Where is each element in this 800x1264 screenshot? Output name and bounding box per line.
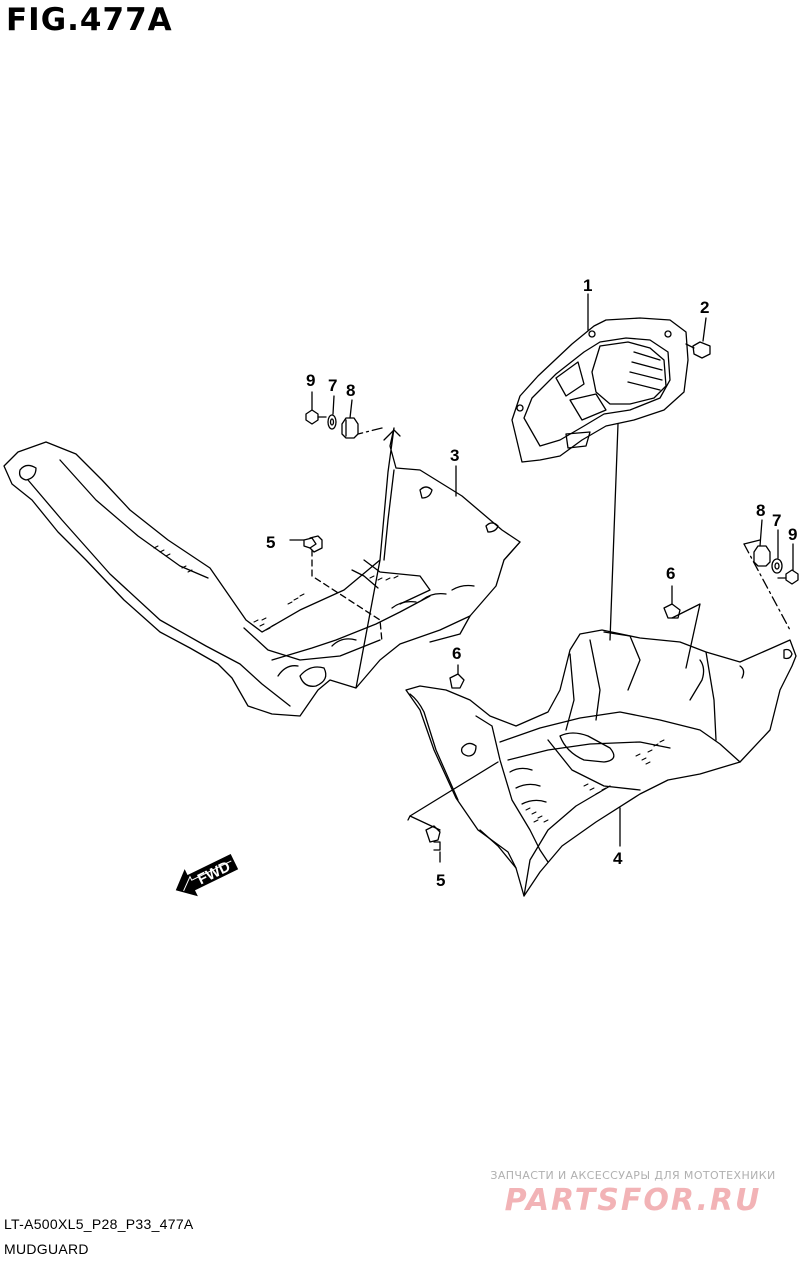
part-6-clip-left	[449, 664, 465, 689]
callout-2: 2	[700, 298, 709, 317]
part-2-screw	[685, 317, 711, 359]
section-name: MUDGUARD	[4, 1241, 89, 1257]
callout-6-left: 6	[452, 644, 461, 663]
callout-8-right: 8	[756, 501, 765, 520]
model-code: LT-A500XL5_P28_P33_477A	[4, 1216, 194, 1232]
callout-5-lower: 5	[436, 871, 445, 890]
callout-8-left: 8	[346, 381, 355, 400]
part-7-washer-right	[771, 529, 783, 574]
part-4-right-mudguard	[405, 629, 797, 897]
callout-7-right: 7	[772, 511, 781, 530]
callout-9-left: 9	[306, 371, 315, 390]
part-6-clip-right	[663, 585, 681, 619]
part-9-screw-right	[777, 543, 799, 585]
figure-title: FIG.477A	[6, 2, 173, 38]
callout-3: 3	[450, 446, 459, 465]
callout-4: 4	[613, 849, 623, 868]
callout-6-right: 6	[666, 564, 675, 583]
watermark-subtitle: ЗАПЧАСТИ И АКСЕССУАРЫ ДЛЯ МОТОТЕХНИКИ	[490, 1169, 776, 1182]
callout-5-upper: 5	[266, 533, 275, 552]
part-5-bolt-upper	[289, 535, 323, 553]
callout-7-left: 7	[328, 376, 337, 395]
part-5-bolt-lower	[425, 825, 441, 863]
part-8-grommet-left	[341, 399, 359, 439]
callout-1: 1	[583, 276, 592, 295]
callout-9-right: 9	[788, 525, 797, 544]
forward-arrow-icon: FWD	[175, 853, 239, 897]
part-1-cover	[511, 317, 689, 463]
callout-numbers: 1 2 3 4 5 5 6 6 7 7 8 8 9 9	[266, 276, 797, 890]
part-3-left-mudguard	[3, 427, 521, 717]
callout-leaders	[311, 293, 791, 847]
part-8-grommet-right	[753, 519, 771, 567]
part-9-screw-left	[305, 391, 327, 425]
watermark: ЗАПЧАСТИ И АКСЕССУАРЫ ДЛЯ МОТОТЕХНИКИ PA…	[478, 1169, 788, 1218]
watermark-brand: PARTSFOR.RU	[504, 1183, 762, 1218]
part-7-washer-left	[327, 395, 337, 430]
